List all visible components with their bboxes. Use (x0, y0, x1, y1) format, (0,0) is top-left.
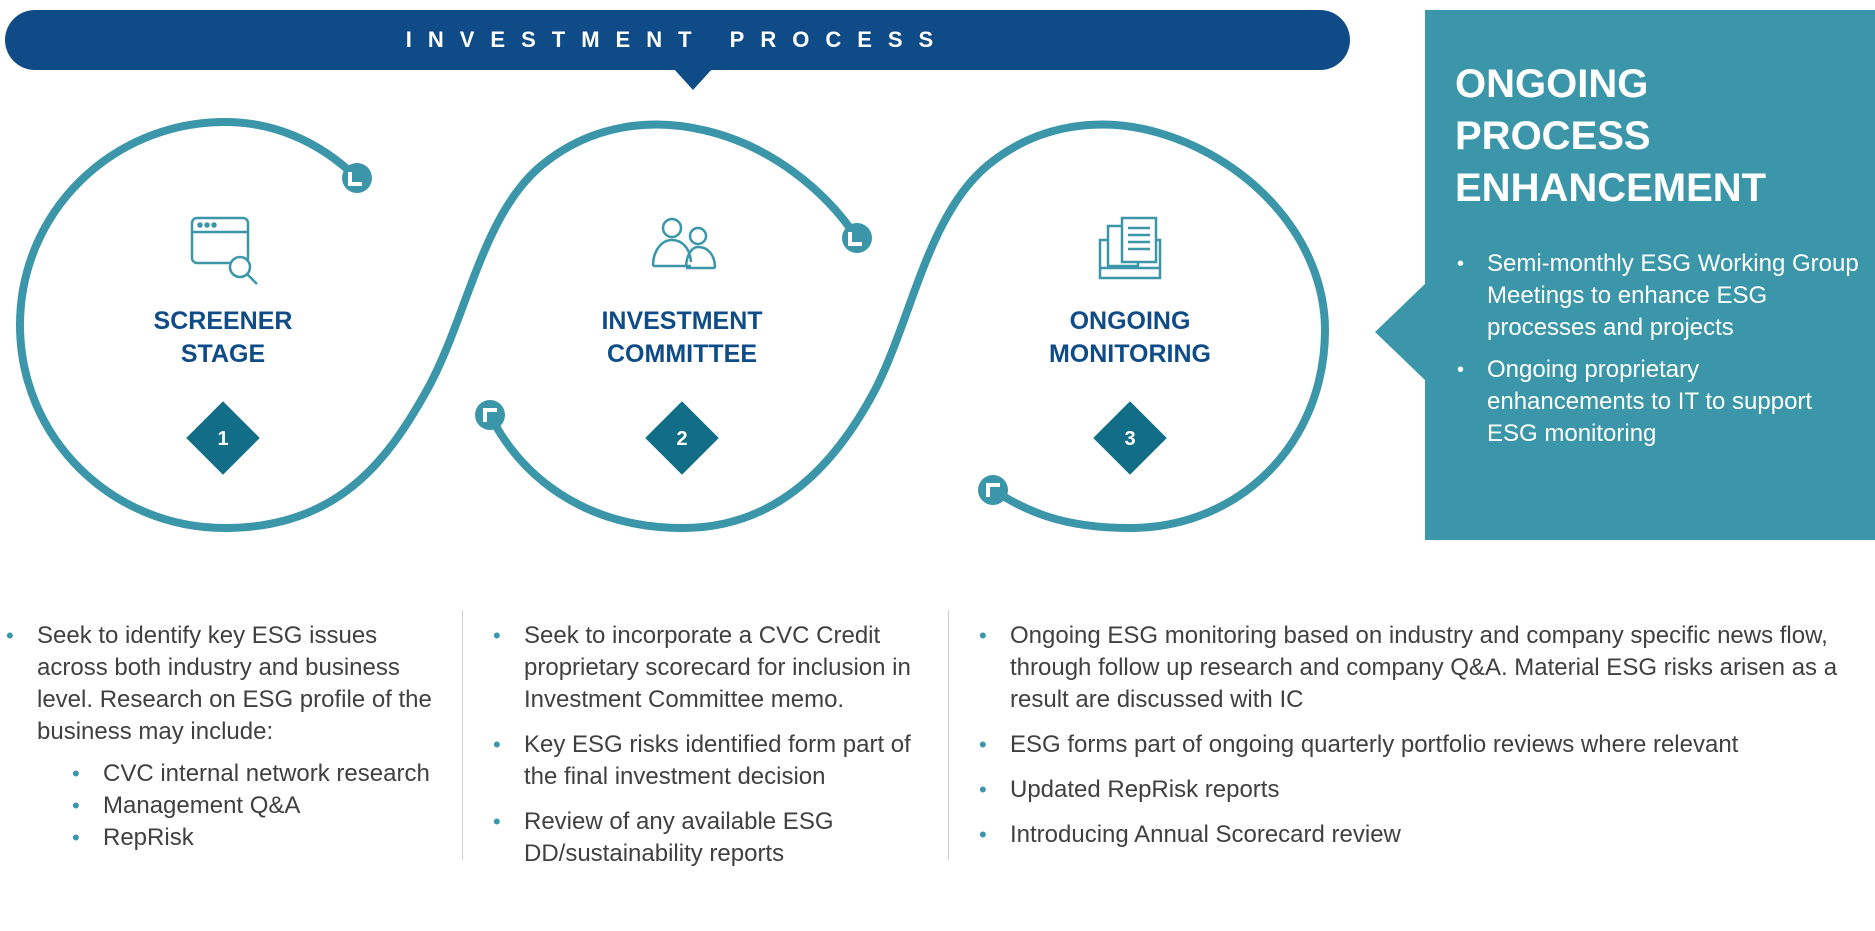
arc-end-marker (342, 163, 372, 193)
arc-end-marker (842, 223, 872, 253)
list-item: ESG forms part of ongoing quarterly port… (973, 729, 1868, 761)
stage-title-line: COMMITTEE (607, 340, 757, 368)
side-title-line: ENHANCEMENT (1455, 166, 1767, 210)
stage-title-screener: SCREENER STAGE (93, 305, 353, 371)
sub-list-item: CVC internal network research (37, 758, 440, 790)
screener-column: Seek to identify key ESG issues across b… (0, 620, 440, 867)
loop-arc-2 (486, 120, 1330, 533)
stage-1-number: 1 (217, 428, 228, 450)
banner-title: INVESTMENT PROCESS (405, 27, 950, 52)
list-item: Semi-monthly ESG Working Group Meetings … (1455, 248, 1860, 344)
list-item: Updated RepRisk reports (973, 774, 1868, 806)
side-panel-pointer (1375, 282, 1427, 382)
committee-list: Seek to incorporate a CVC Credit proprie… (487, 620, 927, 870)
stage-title-line: ONGOING (1069, 307, 1191, 335)
ongoing-enhancement-panel: ONGOING PROCESS ENHANCEMENT Semi-monthly… (1425, 10, 1875, 540)
stage-title-line: MONITORING (1048, 340, 1212, 368)
stage-title-monitoring: ONGOING MONITORING (1000, 305, 1260, 371)
side-title-line: PROCESS (1455, 114, 1651, 158)
stage-2-diamond: 2 (645, 401, 719, 475)
screener-list: Seek to identify key ESG issues across b… (0, 620, 440, 854)
side-panel-list: Semi-monthly ESG Working Group Meetings … (1455, 248, 1860, 460)
list-item: Ongoing ESG monitoring based on industry… (973, 620, 1868, 716)
screener-sub-list: CVC internal network research Management… (37, 758, 440, 854)
list-item: Introducing Annual Scorecard review (973, 819, 1868, 851)
browser-search-icon (190, 216, 258, 285)
banner-notch (673, 68, 713, 90)
people-icon (651, 217, 717, 270)
arc-start-marker (978, 475, 1008, 505)
documents-icon (1098, 216, 1162, 280)
side-title-line: ONGOING (1455, 62, 1649, 106)
monitoring-column: Ongoing ESG monitoring based on industry… (973, 620, 1868, 864)
list-item: Review of any available ESG DD/sustainab… (487, 806, 927, 870)
list-item: Seek to identify key ESG issues across b… (0, 620, 440, 854)
stage-title-line: INVESTMENT (601, 307, 763, 335)
list-item: Ongoing proprietary enhancements to IT t… (1455, 354, 1860, 450)
stage-title-committee: INVESTMENT COMMITTEE (552, 305, 812, 371)
list-item-text: Seek to identify key ESG issues across b… (37, 622, 432, 745)
column-divider (948, 610, 949, 860)
side-panel-title: ONGOING PROCESS ENHANCEMENT (1455, 58, 1766, 214)
loop-arc-1 (15, 117, 861, 533)
stage-2-number: 2 (676, 428, 687, 450)
list-item: Key ESG risks identified form part of th… (487, 729, 927, 793)
stage-title-line: SCREENER (153, 307, 293, 335)
process-loop-diagram: 1 2 3 (15, 117, 1330, 533)
stage-3-diamond: 3 (1093, 401, 1167, 475)
stage-title-line: STAGE (180, 340, 266, 368)
arc-end-markers (342, 163, 1008, 505)
committee-column: Seek to incorporate a CVC Credit proprie… (487, 620, 927, 883)
list-item: Seek to incorporate a CVC Credit proprie… (487, 620, 927, 716)
stage-3-number: 3 (1124, 428, 1135, 450)
arc-start-marker (475, 400, 505, 430)
stage-1-diamond: 1 (186, 401, 260, 475)
sub-list-item: RepRisk (37, 822, 440, 854)
column-divider (462, 610, 463, 860)
investment-process-banner: INVESTMENT PROCESS (5, 10, 1350, 70)
sub-list-item: Management Q&A (37, 790, 440, 822)
monitoring-list: Ongoing ESG monitoring based on industry… (973, 620, 1868, 851)
